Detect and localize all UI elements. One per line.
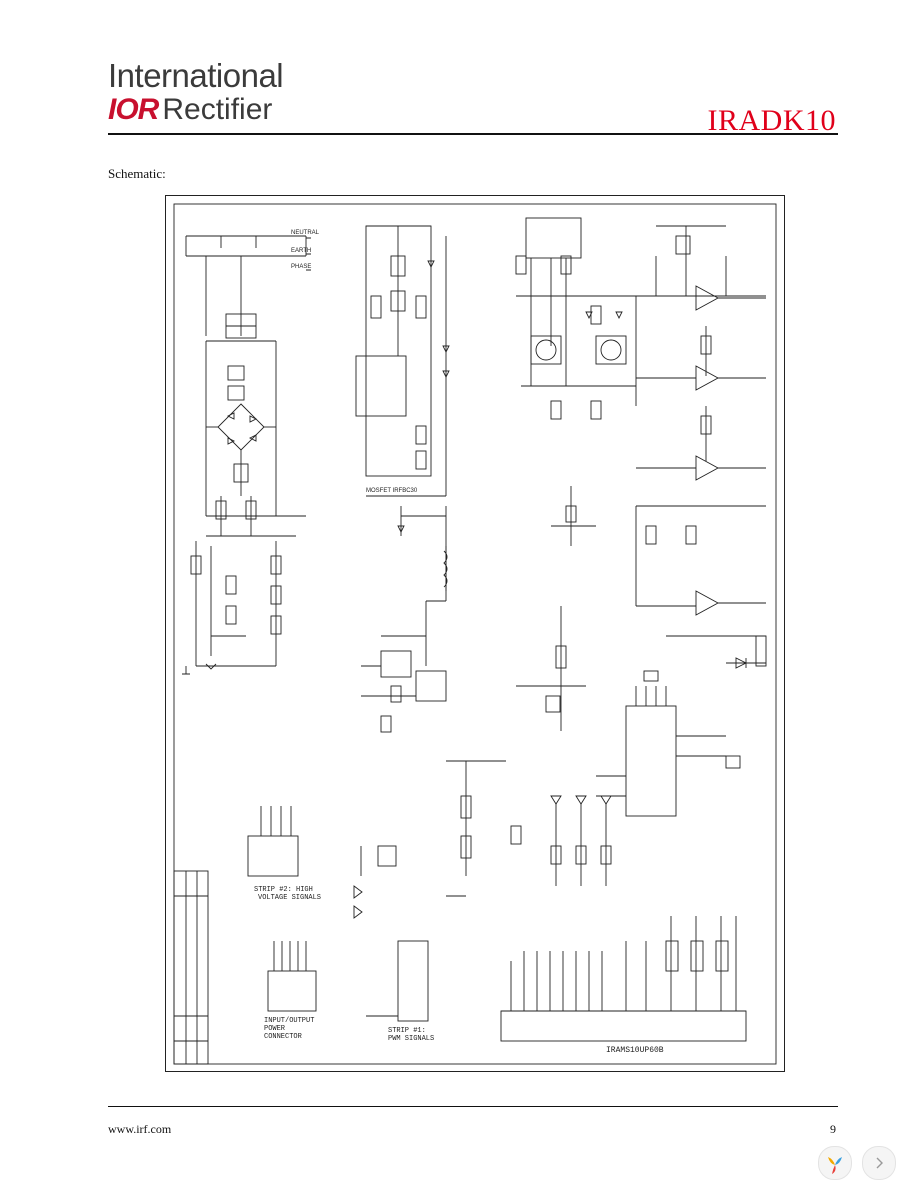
- strip1-title: STRIP #1:: [388, 1027, 426, 1035]
- chevron-right-icon: [876, 1157, 883, 1169]
- footer-rule: [108, 1106, 838, 1107]
- io-title: INPUT/OUTPUT: [264, 1017, 314, 1025]
- io-subtitle: POWER: [264, 1025, 286, 1033]
- company-name-line1: International: [108, 57, 284, 94]
- page-number: 9: [830, 1122, 836, 1136]
- viewer-logo-icon: [828, 1157, 842, 1174]
- label-mosfet: MOSFET IRFBC30: [366, 488, 418, 494]
- label-earth: EARTH: [291, 248, 311, 254]
- product-code: IRADK10: [707, 104, 836, 137]
- module-name: IRAMS10UP60B: [606, 1046, 664, 1055]
- label-neutral: NEUTRAL: [291, 230, 320, 236]
- label-phase: PHASE: [291, 264, 311, 270]
- header-rule: [108, 133, 838, 135]
- footer-url[interactable]: www.irf.com: [108, 1122, 172, 1136]
- section-title: Schematic:: [108, 166, 166, 181]
- strip2-title: STRIP #2: HIGH: [254, 886, 313, 894]
- viewer-controls: [818, 1142, 906, 1182]
- io-subtitle2: CONNECTOR: [264, 1033, 303, 1041]
- company-name-rectifier: Rectifier: [162, 93, 273, 126]
- ior-logo-mark: IOR: [108, 93, 159, 126]
- strip1-subtitle: PWM SIGNALS: [388, 1035, 434, 1043]
- schematic-diagram: NEUTRAL EARTH PHASE MOSFET IRFBC30 STRIP…: [165, 195, 785, 1072]
- next-page-button[interactable]: [862, 1146, 896, 1180]
- viewer-logo-button[interactable]: [818, 1146, 852, 1180]
- strip2-subtitle: VOLTAGE SIGNALS: [258, 894, 321, 902]
